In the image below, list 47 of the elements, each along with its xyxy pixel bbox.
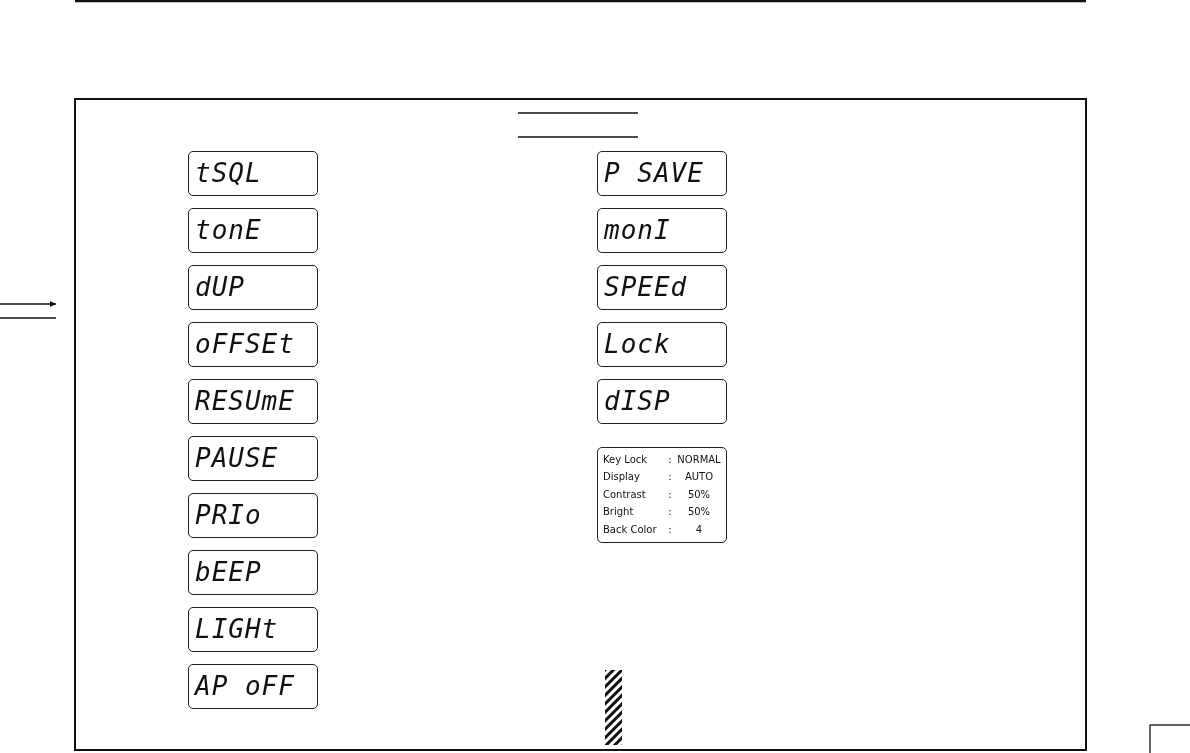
lcd-readout: oFFSEt xyxy=(195,329,295,359)
separator: : xyxy=(667,470,673,485)
lcd-readout: LIGHt xyxy=(195,614,279,644)
setting-value: 50% xyxy=(686,487,712,502)
separator: : xyxy=(667,505,673,520)
lcd-display xyxy=(188,379,318,424)
lcd-readout: tSQL xyxy=(195,158,262,188)
separator: : xyxy=(667,453,673,467)
lcd-display xyxy=(597,265,727,310)
setting-name: Key Lock xyxy=(603,453,649,467)
lcd-display xyxy=(597,208,727,253)
setting-value: 50% xyxy=(686,505,712,520)
lcd-readout: monI xyxy=(604,215,671,245)
lcd-display xyxy=(188,208,318,253)
separator: : xyxy=(667,522,673,537)
lcd-readout: tonE xyxy=(195,215,262,245)
lcd-readout: dISP xyxy=(604,386,671,416)
lcd-readout: SPEEd xyxy=(604,272,688,302)
settings-display xyxy=(597,447,727,543)
lcd-display xyxy=(597,151,727,196)
setting-value: AUTO xyxy=(683,470,715,485)
lcd-readout: Lock xyxy=(604,329,671,359)
lcd-display xyxy=(188,265,318,310)
setting-name: Back Color xyxy=(603,522,658,537)
lcd-display xyxy=(597,322,727,367)
setting-value: NORMAL xyxy=(676,453,722,467)
lcd-readout: RESUmE xyxy=(195,386,295,416)
lcd-readout: P SAVE xyxy=(604,158,704,188)
lcd-display xyxy=(188,664,318,709)
setting-name: Display xyxy=(603,470,641,485)
separator: : xyxy=(667,487,673,502)
lcd-readout: dUP xyxy=(195,272,245,302)
lcd-readout: AP oFF xyxy=(195,671,295,701)
lcd-display xyxy=(188,322,318,367)
setting-value: 4 xyxy=(694,522,704,537)
lcd-display xyxy=(188,607,318,652)
lcd-display xyxy=(188,151,318,196)
lcd-display xyxy=(188,493,318,538)
setting-name: Contrast xyxy=(603,487,647,502)
lcd-readout: PAUSE xyxy=(195,443,279,473)
setting-name: Bright xyxy=(603,505,635,520)
lcd-display xyxy=(188,550,318,595)
lcd-readout: bEEP xyxy=(195,557,262,587)
hatched-bar xyxy=(605,670,622,745)
lcd-display xyxy=(597,379,727,424)
lcd-readout: PRIo xyxy=(195,500,262,530)
lcd-display xyxy=(188,436,318,481)
